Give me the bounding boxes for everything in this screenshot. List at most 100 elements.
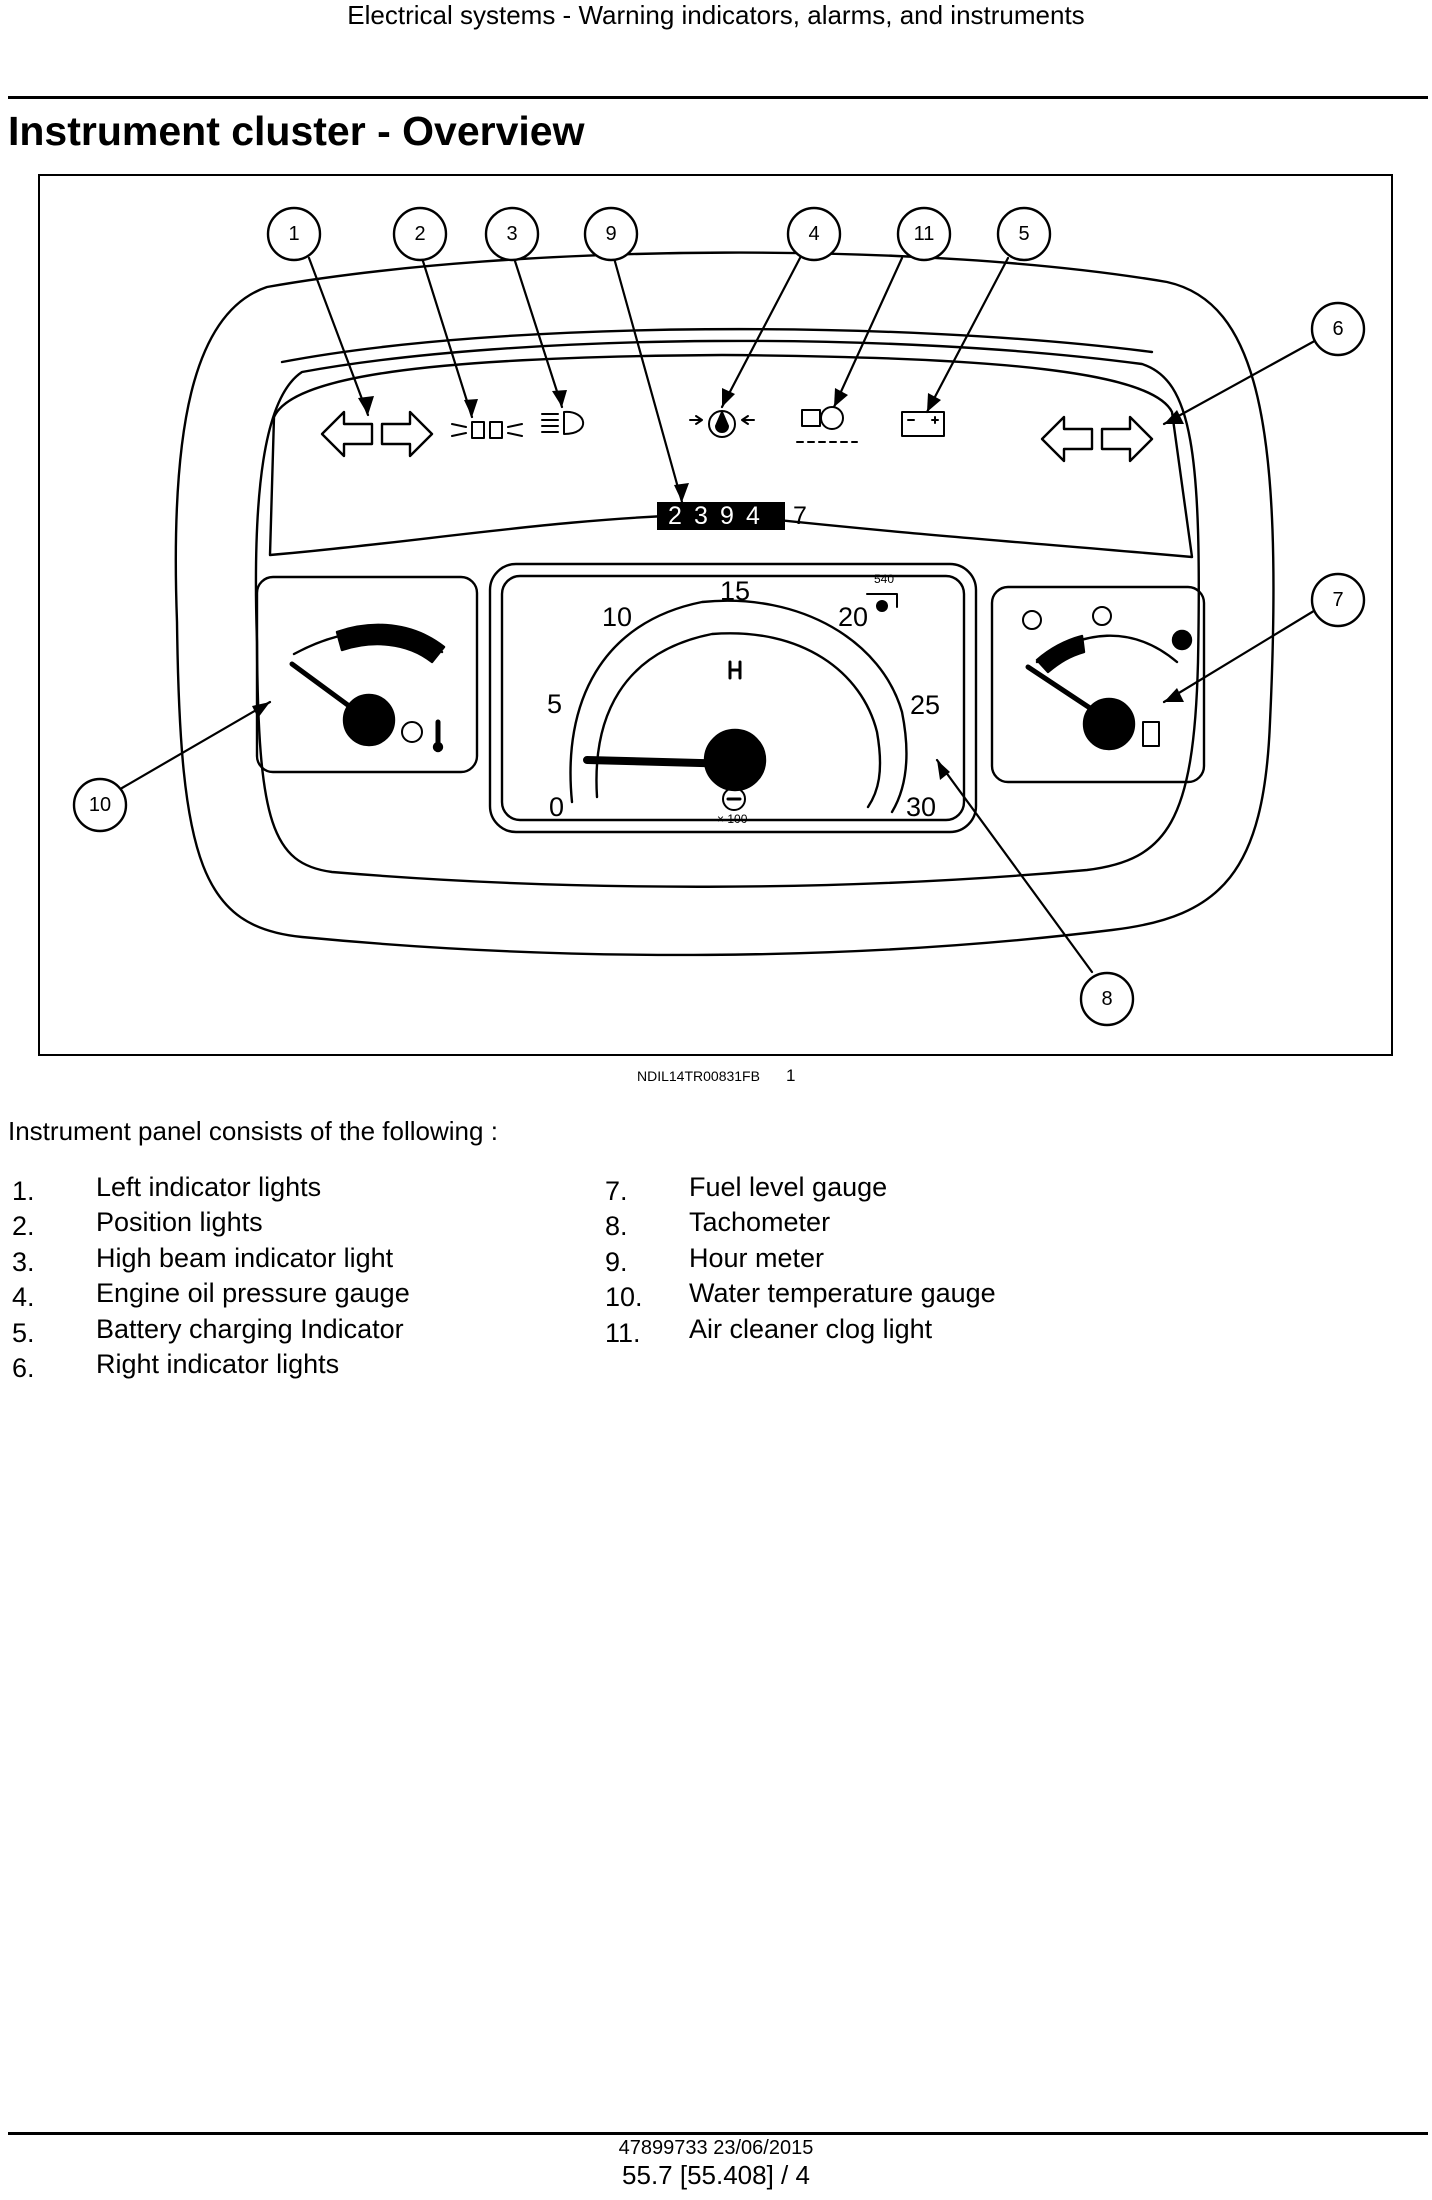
legend-item-number: 4. — [12, 1282, 35, 1313]
header-rule — [8, 96, 1428, 99]
tachometer-scale-label: 25 — [910, 690, 941, 720]
tachometer-scale-label: 20 — [838, 602, 869, 632]
legend-item-number: 1. — [12, 1176, 35, 1206]
callout-circle — [266, 206, 322, 262]
hour-meter-box — [657, 502, 785, 530]
fuel-full-icon — [1171, 629, 1193, 651]
fuel-empty-icon — [1022, 610, 1042, 630]
tachometer-hub-cap — [722, 787, 746, 811]
left-indicator-icon-b — [380, 410, 434, 458]
hour-meter-digit: 4 — [746, 502, 760, 530]
cluster-brow — [280, 327, 1154, 364]
tachometer-hub — [703, 728, 767, 792]
water-temp-icon — [401, 721, 423, 743]
legend-item-number: 11. — [605, 1317, 641, 1348]
air-cleaner-icon — [796, 406, 858, 443]
footer-doc-id: 47899733 23/06/2015 — [618, 2137, 814, 2159]
figure-number: 1 — [786, 1066, 796, 1085]
callout-number: 9 — [605, 223, 617, 245]
legend-item-label: High beam indicator light — [96, 1242, 394, 1273]
callout-circle — [996, 206, 1052, 262]
fuel-hub — [1082, 697, 1136, 751]
callout-number: 5 — [1018, 223, 1030, 245]
callout-number: 6 — [1332, 318, 1344, 340]
legend-item-label: Hour meter — [689, 1242, 825, 1273]
callout-leaders — [120, 256, 1324, 974]
legend-item-number: 2. — [12, 1211, 35, 1242]
right-indicator-icon-b — [1100, 415, 1154, 463]
legend-item-number: 10. — [605, 1282, 643, 1313]
legend-item-label: Position lights — [96, 1207, 263, 1238]
running-header: Electrical systems - Warning indicators,… — [347, 0, 1085, 30]
legend-item-number: 7. — [605, 1176, 628, 1206]
footer-page-number: 55.7 [55.408] / 4 — [622, 2160, 810, 2190]
pto-speed-label: 540 — [874, 572, 895, 586]
callout-circle — [392, 206, 448, 262]
page-title: Instrument cluster - Overview — [8, 108, 585, 154]
hour-meter-digit: 3 — [694, 502, 708, 530]
figure-code: NDIL14TR00831FB — [637, 1068, 760, 1084]
tachometer-scale-label: 5 — [547, 689, 563, 719]
high-beam-icon — [541, 410, 585, 435]
water-temp-gauge-bezel — [255, 575, 479, 774]
legend-item-label: Fuel level gauge — [689, 1172, 888, 1202]
instrument-cluster-drawing — [72, 206, 1366, 1027]
callout-circle — [484, 206, 540, 262]
legend-item-label: Right indicator lights — [96, 1348, 340, 1379]
callout-number: 3 — [506, 223, 518, 245]
fuel-half-icon — [1092, 606, 1112, 626]
fuel-low-zone — [1035, 634, 1086, 674]
legend-item-number: 6. — [12, 1352, 35, 1383]
callout-circle — [1079, 971, 1135, 1027]
callout-number: 2 — [414, 223, 426, 245]
hour-meter-digit: 2 — [668, 502, 682, 530]
rpm-multiplier-label: × 100 — [717, 812, 748, 826]
cluster-inner-housing — [254, 339, 1200, 888]
callout-circle — [896, 206, 952, 262]
callout-circle — [1310, 301, 1366, 357]
left-indicator-icon — [320, 410, 374, 458]
water-temp-red-zone — [335, 623, 446, 664]
callout-circle — [1310, 572, 1366, 628]
callout-number: 7 — [1332, 589, 1344, 611]
callout-number: 4 — [808, 223, 820, 245]
oil-pressure-icon — [689, 410, 755, 438]
tachometer-scale-label: 30 — [906, 792, 937, 822]
legend-item-label: Water temperature gauge — [689, 1278, 996, 1309]
cluster-outer-housing — [174, 251, 1275, 957]
legend-item-label: Battery charging Indicator — [96, 1313, 404, 1344]
callout-circles — [72, 206, 1366, 1027]
hour-meter-digit: 9 — [720, 502, 734, 530]
callout-number: 11 — [913, 223, 935, 245]
legend-item-number: 5. — [12, 1317, 35, 1348]
footer-rule — [8, 2132, 1428, 2135]
tachometer-scale-outer — [569, 599, 908, 814]
tachometer-scale-label: 10 — [602, 602, 633, 632]
callout-number: 8 — [1101, 988, 1113, 1010]
legend-item-number: 9. — [605, 1246, 628, 1277]
callout-circle — [72, 777, 128, 833]
intro-text: Instrument panel consists of the followi… — [8, 1116, 498, 1146]
legend-item-label: Air cleaner clog light — [689, 1313, 933, 1344]
legend-item-label: Engine oil pressure gauge — [96, 1278, 410, 1309]
callout-circle — [583, 206, 639, 262]
callout-number: 1 — [288, 223, 300, 245]
callout-arrowheads — [252, 388, 1184, 780]
water-temp-hub — [342, 693, 396, 747]
fuel-gauge-bezel — [990, 585, 1206, 784]
battery-icon — [901, 411, 945, 437]
hour-meter-last-digit: 7 — [793, 502, 807, 530]
legend-item-label: Tachometer — [689, 1207, 831, 1238]
position-lights-icon — [451, 421, 523, 439]
pto-marker-icon — [866, 593, 898, 608]
tachometer-inner-bezel — [500, 574, 966, 822]
legend-item-number: 3. — [12, 1246, 35, 1277]
fuel-pump-icon — [1142, 721, 1160, 747]
callout-circle — [786, 206, 842, 262]
tachometer-bezel — [488, 562, 978, 834]
tachometer-scale-inner — [595, 632, 882, 809]
tachometer-scale-label: 0 — [549, 792, 565, 822]
callout-number: 10 — [88, 794, 112, 816]
legend-item-number: 8. — [605, 1211, 628, 1242]
